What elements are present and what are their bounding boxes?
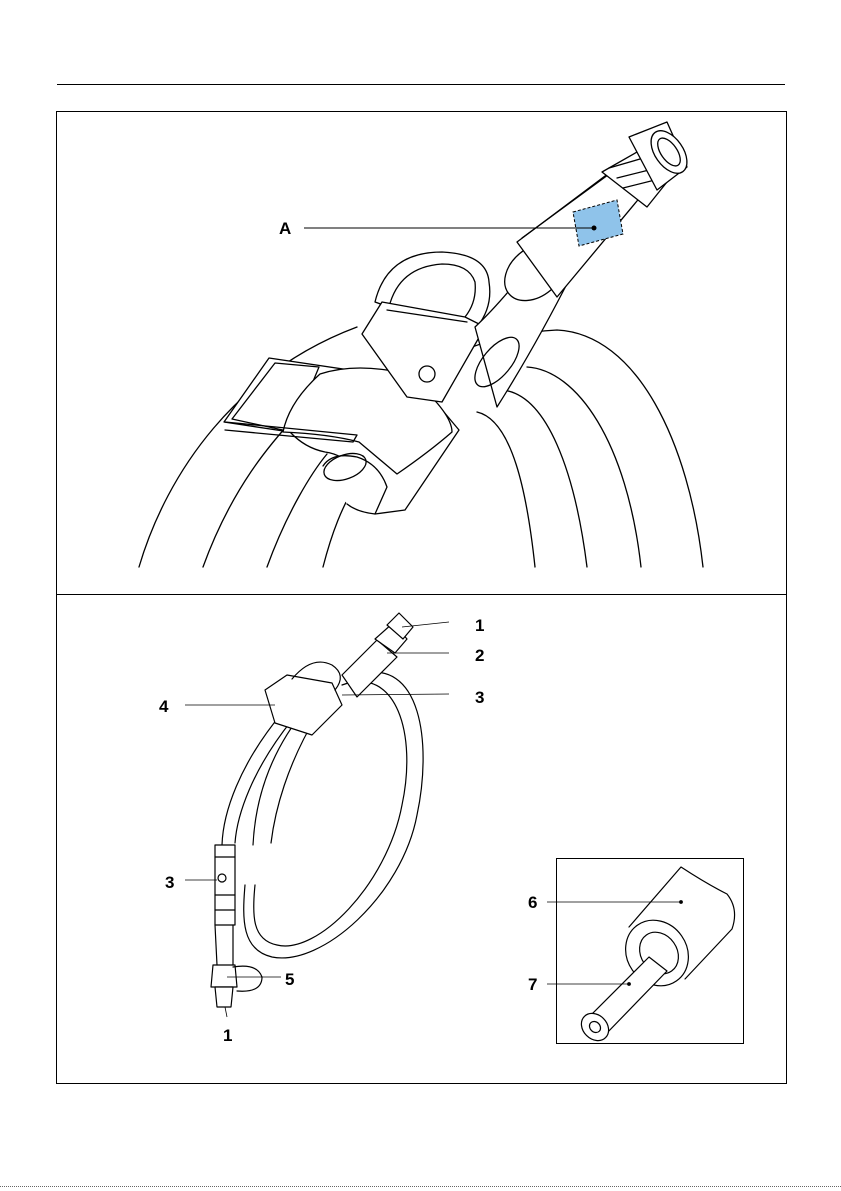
hose-coil: [222, 713, 282, 845]
callout-1-top: 1: [475, 616, 484, 635]
footer-rule: [0, 1186, 841, 1187]
leader-dot-a: [592, 226, 597, 231]
hose-strand: [267, 454, 327, 567]
callout-2: 2: [475, 646, 484, 665]
callout-4: 4: [159, 697, 169, 716]
callout-5: 5: [285, 970, 294, 989]
callout-3-top: 3: [475, 688, 484, 707]
cross-section-drawing: [557, 859, 743, 1043]
hose-coil: [244, 672, 423, 958]
strap-sleeve: [265, 675, 342, 735]
lower-nut: [211, 965, 237, 987]
leader-line-1-bottom: [225, 1007, 227, 1017]
hose-strand: [477, 412, 535, 567]
hose-closeup-drawing: A: [57, 112, 786, 595]
overview-illustration-panel: A: [56, 111, 787, 596]
hose-strand: [502, 390, 587, 567]
header-rule: [57, 84, 785, 85]
callout-3-left: 3: [165, 873, 174, 892]
callout-a: A: [279, 219, 291, 238]
callout-1-bottom: 1: [223, 1026, 232, 1045]
lower-tip: [215, 987, 233, 1007]
hose-strand: [527, 367, 641, 567]
hose-strand: [203, 417, 295, 567]
cross-section-detail: [556, 858, 744, 1044]
